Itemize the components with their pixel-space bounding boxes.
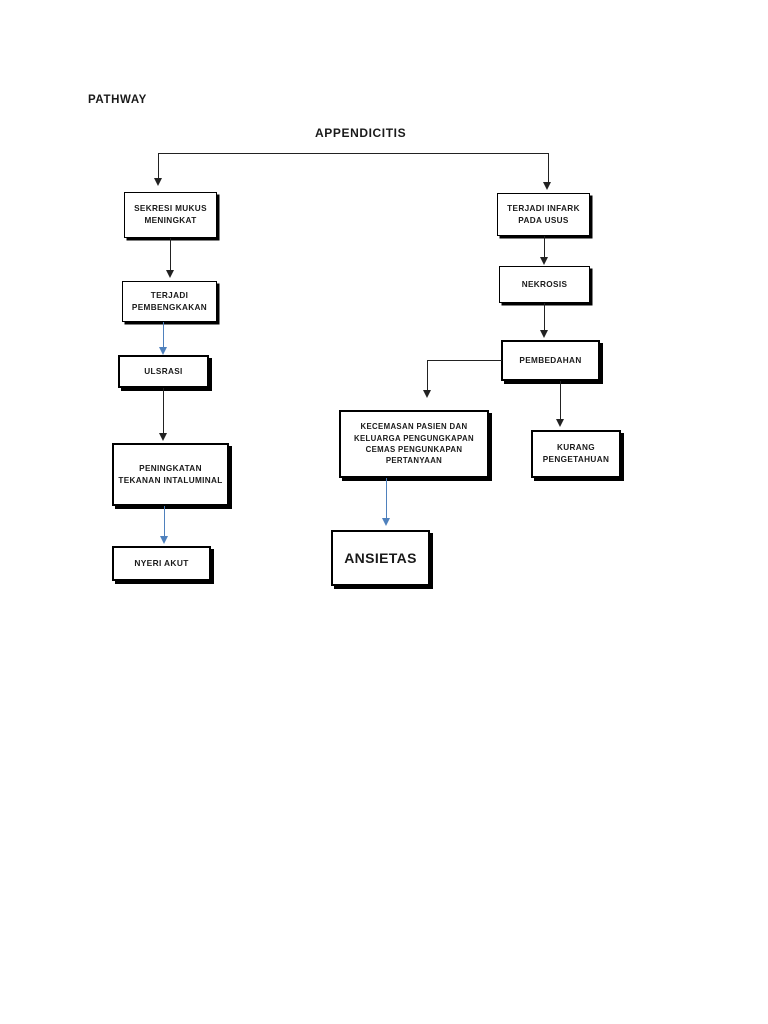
arrowhead-to-peningkatan-tekanan bbox=[158, 433, 167, 441]
node-kecemasan-label: KECEMASAN PASIEN DAN KELUARGA PENGUNGKAP… bbox=[354, 422, 474, 466]
connector-infark-to-nekrosis bbox=[544, 236, 546, 258]
arrowhead-to-kurang-pengetahuan bbox=[555, 419, 564, 427]
connector-pembengkakan-to-ulsrasi bbox=[163, 322, 165, 349]
node-ansietas-label: ANSIETAS bbox=[344, 549, 417, 566]
arrowhead-to-ansietas bbox=[381, 518, 390, 526]
node-peningkatan-tekanan-label: PENINGKATAN TEKANAN INTALUMINAL bbox=[118, 463, 223, 485]
node-ulsrasi-label: ULSRASI bbox=[144, 366, 183, 376]
node-ansietas[interactable]: ANSIETAS bbox=[331, 530, 430, 586]
arrowhead-to-pembedahan bbox=[539, 330, 548, 338]
connector-pembedahan-to-kecemasan-horizontal bbox=[427, 360, 502, 362]
node-kecemasan[interactable]: KECEMASAN PASIEN DAN KELUARGA PENGUNGKAP… bbox=[339, 410, 489, 478]
arrowhead-to-terjadi-infark bbox=[543, 182, 552, 190]
node-peningkatan-tekanan[interactable]: PENINGKATAN TEKANAN INTALUMINAL bbox=[112, 443, 229, 506]
connector-ulsrasi-to-peningkatan bbox=[163, 388, 165, 434]
arrowhead-to-sekresi-mukus bbox=[153, 178, 162, 186]
node-kurang-pengetahuan[interactable]: KURANG PENGETAHUAN bbox=[531, 430, 621, 478]
connector-pembedahan-to-kurang-pengetahuan bbox=[560, 381, 562, 420]
connector-pembedahan-to-kecemasan-vertical bbox=[427, 360, 429, 391]
arrowhead-to-kecemasan bbox=[422, 390, 431, 398]
arrowhead-to-ulsrasi bbox=[158, 347, 167, 355]
diagram-title: APPENDICITIS bbox=[315, 126, 407, 140]
node-terjadi-pembengkakan[interactable]: TERJADI PEMBENGKAKAN bbox=[122, 281, 217, 322]
node-pembedahan-label: PEMBEDAHAN bbox=[519, 355, 582, 365]
node-sekresi-mukus[interactable]: SEKRESI MUKUS MENINGKAT bbox=[124, 192, 217, 238]
pathway-label: PATHWAY bbox=[88, 94, 147, 106]
connector-sekresi-to-pembengkakan bbox=[170, 238, 172, 271]
arrowhead-to-nekrosis bbox=[539, 257, 548, 265]
connector-kecemasan-to-ansietas bbox=[386, 478, 388, 520]
node-pembedahan[interactable]: PEMBEDAHAN bbox=[501, 340, 600, 381]
node-terjadi-infark[interactable]: TERJADI INFARK PADA USUS bbox=[497, 193, 590, 236]
node-nekrosis[interactable]: NEKROSIS bbox=[499, 266, 590, 303]
node-nekrosis-label: NEKROSIS bbox=[521, 279, 568, 289]
arrowhead-to-nyeri-akut bbox=[159, 536, 168, 544]
node-terjadi-infark-label: TERJADI INFARK PADA USUS bbox=[507, 203, 580, 225]
connector-peningkatan-to-nyeri-akut bbox=[164, 506, 166, 538]
node-kurang-pengetahuan-label: KURANG PENGETAHUAN bbox=[542, 443, 610, 464]
node-sekresi-mukus-label: SEKRESI MUKUS MENINGKAT bbox=[134, 204, 207, 225]
connector-appendicitis-right-stem bbox=[547, 153, 549, 183]
node-ulsrasi[interactable]: ULSRASI bbox=[118, 355, 209, 388]
node-nyeri-akut-label: NYERI AKUT bbox=[134, 558, 189, 569]
arrowhead-to-terjadi-pembengkakan bbox=[165, 270, 174, 278]
connector-nekrosis-to-pembedahan bbox=[544, 303, 546, 331]
connector-appendicitis-split bbox=[158, 153, 549, 155]
node-nyeri-akut[interactable]: NYERI AKUT bbox=[112, 546, 211, 581]
node-terjadi-pembengkakan-label: TERJADI PEMBENGKAKAN bbox=[131, 290, 208, 312]
connector-appendicitis-left-stem bbox=[158, 153, 160, 179]
